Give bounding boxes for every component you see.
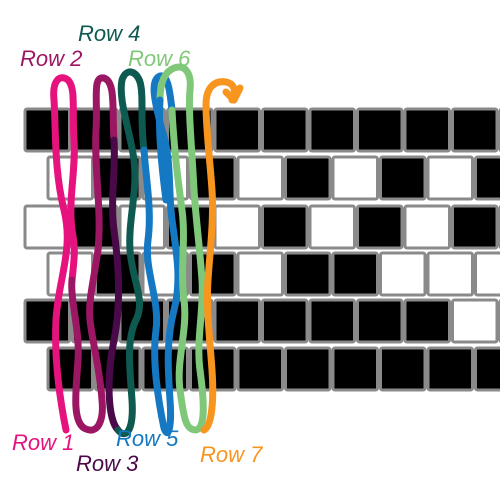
bead [284,346,332,392]
bead [451,298,499,344]
row-6-label: Row 6 [128,46,191,71]
bead [356,204,404,250]
bead [474,346,500,392]
bead [451,107,499,153]
bead [308,107,356,153]
bead [403,107,451,153]
row-5-path-tail [155,96,170,204]
bead [284,251,332,297]
bead [23,298,71,344]
row-2-path [68,74,118,434]
bead [213,107,261,153]
bead [403,298,451,344]
row-2-label: Row 2 [20,46,82,71]
bead [379,155,427,201]
bead [331,346,379,392]
bead-grid [23,107,500,392]
bead [261,204,309,250]
bead [474,251,500,297]
bead [474,155,500,201]
bead [426,251,474,297]
bead [261,298,309,344]
bead [426,155,474,201]
row-7-label: Row 7 [200,442,263,467]
row-4-path [114,68,148,438]
bead [284,155,332,201]
thread-paths [50,63,244,438]
bead [236,346,284,392]
row-3-path [105,136,123,434]
bead [379,346,427,392]
row-7-path [200,78,244,434]
row-3-label: Row 3 [76,451,139,476]
bead [426,346,474,392]
row-4-label: Row 4 [78,21,140,46]
bead [213,204,261,250]
bead [331,251,379,297]
bead [308,204,356,250]
row-6-path [156,63,207,434]
bead [213,298,261,344]
bead [236,155,284,201]
row-1-label: Row 1 [12,430,74,455]
bead [23,107,71,153]
bead [379,251,427,297]
bead [308,298,356,344]
bead [331,155,379,201]
bead [451,204,499,250]
bead [356,107,404,153]
bead [261,107,309,153]
bead [356,298,404,344]
bead [236,251,284,297]
row-5-label: Row 5 [116,426,179,451]
row-1-path [50,74,78,434]
bead [403,204,451,250]
row-labels: Row 1 Row 2 Row 3 Row 4 Row 5 Row 6 Row … [12,21,263,476]
